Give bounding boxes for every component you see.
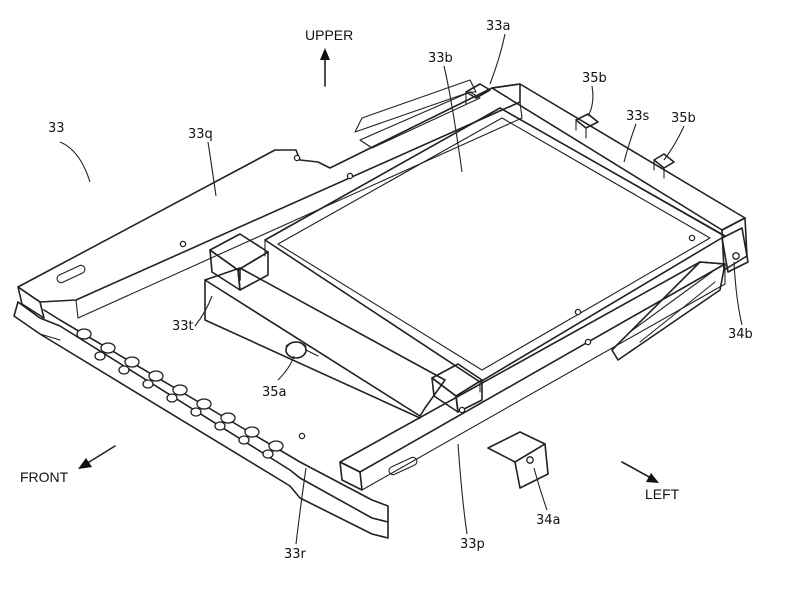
top-inner-flange: [354, 79, 481, 149]
label-35b-1: 35b: [582, 71, 607, 86]
label-33s: 33s: [626, 109, 650, 124]
label-34a: 34a: [536, 513, 561, 528]
label-33q: 33q: [188, 127, 213, 142]
lower-bracket: [487, 431, 549, 489]
front-arrow: [78, 445, 116, 469]
top-clip-2: [653, 153, 675, 179]
label-33r: 33r: [284, 547, 307, 562]
seat-pan: [264, 107, 726, 393]
left-bracket: [209, 233, 269, 291]
upper-arrow: [320, 48, 330, 87]
front-cross-pipe: [204, 267, 446, 419]
label-33b: 33b: [428, 51, 453, 66]
left-arrow: [621, 461, 659, 483]
label-33: 33: [48, 121, 65, 136]
rear-cross-member: [491, 83, 748, 271]
direction-front: FRONT: [20, 469, 69, 485]
top-tab: [465, 83, 491, 105]
front-side-rail: [17, 83, 523, 319]
label-33t: 33t: [172, 319, 194, 334]
right-bracket: [431, 363, 483, 413]
label-34b: 34b: [728, 327, 753, 342]
direction-upper: UPPER: [305, 27, 353, 43]
direction-left: LEFT: [645, 486, 680, 502]
lower-slide-rail: [13, 301, 389, 539]
label-33a: 33a: [486, 19, 511, 34]
spring-hook-fitting: [285, 341, 319, 359]
rear-brace: [611, 227, 749, 361]
mounting-holes: [179, 154, 696, 440]
label-35a: 35a: [262, 385, 287, 400]
label-35b-2: 35b: [671, 111, 696, 126]
leader-lines: [59, 33, 743, 545]
top-clip-1: [575, 113, 599, 139]
label-33p: 33p: [460, 537, 485, 552]
rear-side-rail: [339, 261, 726, 491]
rail-holes: [76, 328, 284, 459]
